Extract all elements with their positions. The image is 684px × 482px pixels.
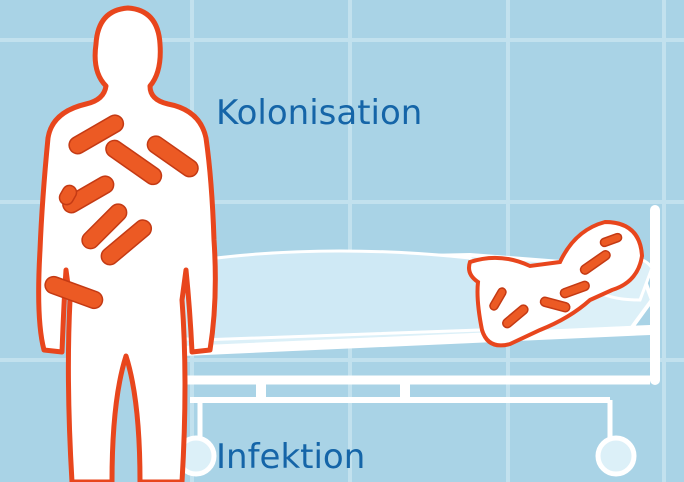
infection-label: Infektion xyxy=(216,440,365,474)
colonization-label: Kolonisation xyxy=(216,96,422,130)
wheel-icon xyxy=(598,438,634,474)
standing-person-icon xyxy=(39,8,216,482)
